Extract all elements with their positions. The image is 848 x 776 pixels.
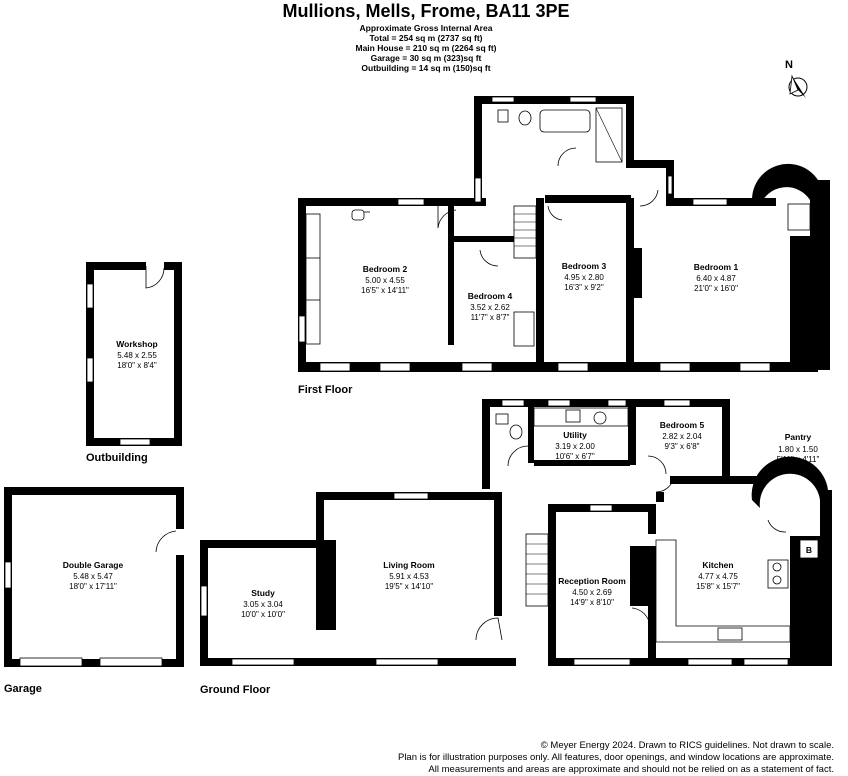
page-title: Mullions, Mells, Frome, BA11 3PE (282, 1, 569, 21)
footer-measurements: All measurements and areas are approxima… (428, 764, 834, 775)
room-dim-imperial-bedroom2: 16'5" x 14'11" (361, 286, 409, 295)
room-dim-imperial-bedroom5: 9'3" x 6'8" (665, 442, 700, 451)
room-label-bedroom5: Bedroom 5 (660, 420, 705, 430)
room-label-living: Living Room (383, 560, 435, 570)
room-label-bedroom1: Bedroom 1 (694, 262, 739, 272)
first-floor-stairs (513, 205, 537, 259)
room-dim-living: 5.91 x 4.53 (389, 572, 429, 581)
garage-plan (4, 487, 184, 667)
room-label-bedroom3: Bedroom 3 (562, 261, 607, 271)
room-dim-garage: 5.48 x 5.47 (73, 572, 113, 581)
area-heading: Approximate Gross Internal Area (360, 23, 493, 33)
room-label-pantry: Pantry (785, 432, 812, 442)
floor-label-outbuilding: Outbuilding (86, 452, 148, 464)
area-garage: Garage = 30 sq m (323)sq ft (371, 53, 482, 63)
room-dim-imperial-bedroom4: 11'7" x 8'7" (471, 313, 510, 322)
boiler-label: B (806, 545, 812, 555)
room-dim-utility: 3.19 x 2.00 (555, 442, 595, 451)
room-dim-imperial-living: 19'5" x 14'10" (385, 582, 433, 591)
room-dim-imperial-pantry: 5'11" x 4'11" (777, 455, 820, 464)
floor-label-ground: Ground Floor (200, 684, 271, 696)
room-label-kitchen: Kitchen (702, 560, 733, 570)
area-outbuilding: Outbuilding = 14 sq m (150)sq ft (361, 63, 490, 73)
room-label-utility: Utility (563, 430, 587, 440)
room-label-reception: Reception Room (558, 576, 626, 586)
room-dim-imperial-reception: 14'9" x 8'10" (570, 598, 614, 607)
room-dim-bedroom4: 3.52 x 2.62 (470, 303, 510, 312)
room-dim-reception: 4.50 x 2.69 (572, 588, 612, 597)
room-dim-pantry: 1.80 x 1.50 (778, 445, 818, 454)
ground-floor-plan (200, 399, 832, 666)
room-dim-bedroom2: 5.00 x 4.55 (365, 276, 405, 285)
room-dim-imperial-workshop: 18'0" x 8'4" (117, 361, 157, 370)
room-dim-imperial-utility: 10'6" x 6'7" (555, 452, 595, 461)
room-dim-imperial-garage: 18'0" x 17'11" (69, 582, 117, 591)
floor-label-first: First Floor (298, 384, 353, 396)
room-label-bedroom2: Bedroom 2 (363, 264, 408, 274)
room-dim-imperial-kitchen: 15'8" x 15'7" (696, 582, 740, 591)
ground-floor-stairs (525, 533, 549, 607)
room-label-study: Study (251, 588, 275, 598)
room-label-garage: Double Garage (63, 560, 124, 570)
compass-icon: N (785, 59, 808, 98)
room-label-workshop: Workshop (116, 339, 157, 349)
room-dim-study: 3.05 x 3.04 (243, 600, 283, 609)
room-dim-imperial-bedroom1: 21'0" x 16'0" (694, 284, 738, 293)
room-dim-bedroom1: 6.40 x 4.87 (696, 274, 736, 283)
outbuilding-plan (86, 262, 182, 446)
area-total: Total = 254 sq m (2737 sq ft) (370, 33, 483, 43)
area-main-house: Main House = 210 sq m (2264 sq ft) (355, 43, 496, 53)
room-dim-workshop: 5.48 x 2.55 (117, 351, 157, 360)
room-dim-kitchen: 4.77 x 4.75 (698, 572, 738, 581)
room-label-bedroom4: Bedroom 4 (468, 291, 513, 301)
footer-disclaimer: Plan is for illustration purposes only. … (398, 752, 834, 763)
room-dim-imperial-study: 10'0" x 10'0" (241, 610, 285, 619)
first-floor-plan (298, 96, 830, 372)
room-dim-bedroom3: 4.95 x 2.80 (564, 273, 604, 282)
svg-text:N: N (785, 59, 793, 71)
footer-copyright: © Meyer Energy 2024. Drawn to RICS guide… (541, 740, 834, 751)
floor-label-garage: Garage (4, 683, 42, 695)
room-dim-imperial-bedroom3: 16'3" x 9'2" (564, 283, 604, 292)
room-dim-bedroom5: 2.82 x 2.04 (662, 432, 702, 441)
